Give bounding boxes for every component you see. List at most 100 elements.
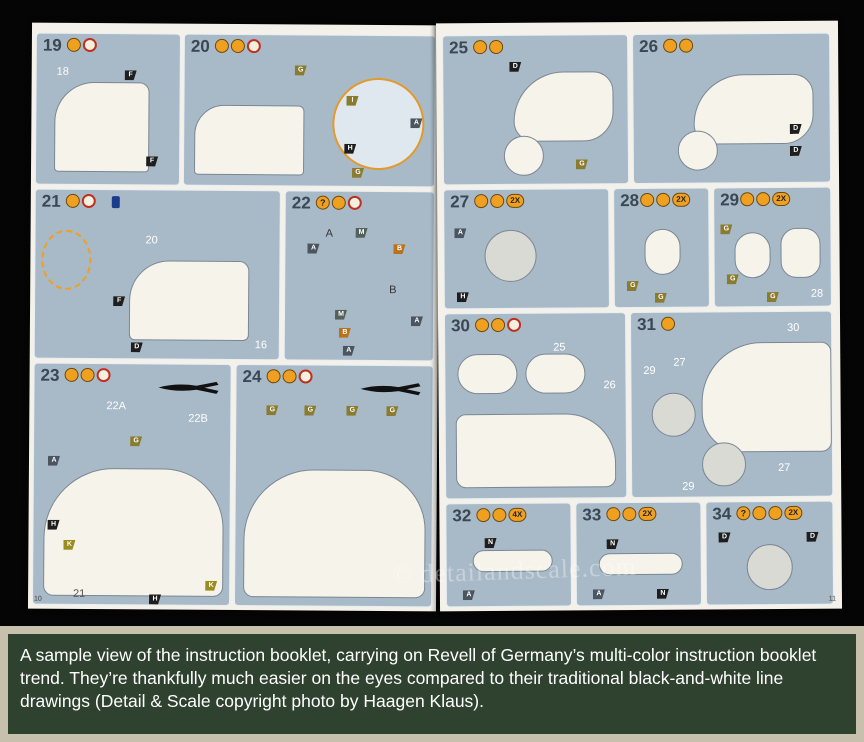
glue-icon: [492, 507, 507, 523]
tool-icon: [65, 193, 80, 208]
step-28-panel: 28 2X G G: [613, 187, 710, 309]
glue-icon: [756, 192, 771, 207]
step-34-panel: 34 ? 2X D D: [705, 500, 835, 606]
plane-silhouette-icon: [158, 381, 219, 394]
fuselage-part: [128, 260, 250, 342]
tool-icon: [740, 192, 755, 207]
paint-tag: F: [146, 156, 158, 166]
step-19-panel: 19 18 F F: [34, 32, 181, 186]
multiplier-badge: 2X: [784, 505, 803, 520]
tool-icon: [663, 38, 678, 53]
step-icons: [66, 37, 97, 53]
step-30-panel: 30 25 26: [443, 312, 628, 500]
cowl-part: [644, 228, 681, 275]
paint-tag: M: [356, 228, 368, 238]
part-label: 22A: [106, 400, 126, 413]
step-23-panel: 23 22A 22B 21 G A H K K H: [31, 362, 232, 606]
clock-icon: [81, 193, 96, 209]
paint-tag: G: [627, 281, 639, 291]
glue-icon: [80, 367, 95, 383]
step-31-panel: 31 30 29 27 29 27: [629, 310, 834, 499]
step-icons: [64, 367, 111, 383]
step-number: 26: [639, 36, 659, 56]
clock-icon: [347, 195, 362, 210]
engine-nacelle-part: [513, 71, 614, 142]
tool-icon: [640, 192, 655, 207]
tool-icon: [266, 369, 281, 384]
paint-tag: G: [720, 224, 732, 234]
step-number: 22: [291, 193, 311, 213]
wing-part: [43, 467, 224, 597]
step-icons: 2X: [606, 506, 657, 522]
step-number: 19: [42, 35, 62, 55]
paint-tag: N: [485, 538, 497, 548]
step-icons: 2X: [640, 192, 691, 207]
paint-bottle-icon: [111, 196, 120, 209]
paint-tag: G: [576, 159, 588, 169]
tool-icon: [331, 195, 346, 210]
glue-icon: [282, 369, 297, 384]
clock-icon: [246, 39, 261, 54]
caption-text: A sample view of the instruction booklet…: [20, 645, 817, 711]
step-number: 20: [190, 36, 210, 56]
caption-panel: A sample view of the instruction booklet…: [8, 634, 856, 734]
glue-icon: [679, 38, 694, 53]
multiplier-badge: 4X: [508, 507, 527, 522]
paint-tag: G: [767, 292, 779, 302]
part-label: A: [325, 227, 333, 240]
multiplier-badge: 2X: [506, 193, 525, 208]
paint-tag: G: [386, 406, 398, 416]
paint-tag: G: [352, 168, 364, 178]
step-number: 31: [636, 314, 657, 335]
step-number: 33: [582, 505, 602, 525]
step-26-panel: 26 D D: [632, 32, 832, 185]
fuselage-part: [701, 341, 832, 453]
paint-tag: N: [607, 539, 619, 549]
step-29-panel: 29 2X G G G 28: [713, 186, 832, 308]
cowl-part: [780, 227, 821, 279]
cowl-part: [734, 232, 771, 279]
step-24-panel: 24 G G G G: [233, 364, 434, 608]
paint-tag: G: [266, 405, 278, 415]
paint-tag: F: [125, 70, 137, 80]
part-label: 26: [603, 379, 616, 392]
part-label: 25: [553, 341, 566, 354]
glue-icon: [489, 39, 504, 55]
canopy-detail-circle: [41, 229, 92, 291]
engine-part: [701, 442, 747, 487]
right-page-number: 11: [828, 595, 837, 603]
step-icons: [266, 369, 313, 384]
part-label: 20: [145, 234, 158, 247]
glue-icon: [768, 506, 783, 521]
cockpit-part: [193, 104, 305, 176]
paint-tag: D: [790, 146, 802, 156]
paint-tag: G: [346, 406, 358, 416]
paint-tag: N: [657, 589, 669, 599]
part-label: 27: [778, 461, 791, 475]
step-icons: ? 2X: [736, 505, 803, 521]
multiplier-badge: 2X: [638, 506, 657, 522]
wing-part: [455, 413, 617, 489]
part-label: 28: [810, 287, 824, 300]
glue-icon: [491, 317, 506, 333]
engine-part: [677, 130, 718, 171]
engine-part: [651, 392, 696, 437]
step-number: 29: [720, 190, 740, 210]
paint-tag: G: [295, 65, 307, 75]
tool-icon: [214, 38, 229, 53]
paint-tag: A: [463, 590, 475, 600]
part-label: B: [389, 284, 397, 297]
tool-icon: [475, 318, 490, 333]
step-icons: [661, 316, 676, 331]
part-label: 29: [682, 480, 695, 493]
step-icons: [473, 39, 504, 55]
glue-icon: [622, 507, 637, 522]
clock-icon: [82, 37, 97, 53]
clock-icon: [96, 368, 111, 383]
tool-icon: [474, 194, 489, 209]
paint-tag: A: [307, 244, 319, 254]
paint-tag: F: [113, 296, 125, 306]
step-icons: 4X: [476, 507, 527, 523]
step-number: 23: [40, 365, 60, 385]
step-icons: [65, 193, 96, 209]
